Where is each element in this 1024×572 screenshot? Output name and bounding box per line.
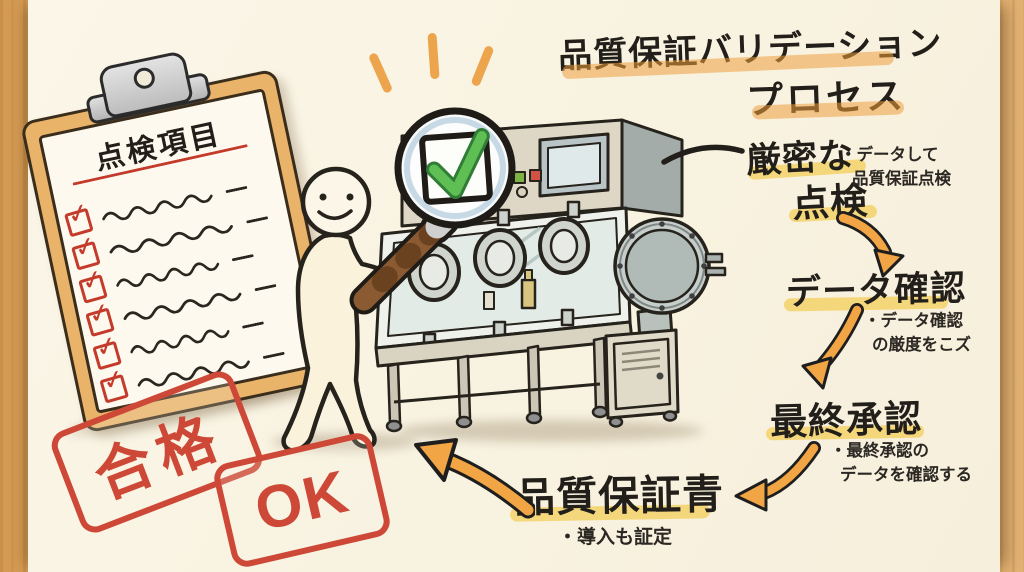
squiggle-text-line [137,359,250,387]
squiggle-text-line [123,292,242,320]
flow-step1-note: ・データして 品質保証点検 [840,144,951,192]
note-line: の厳度をこズ [872,335,971,354]
flow-arrow-2 [801,303,864,390]
checkmark-icon: ✓ [77,262,107,298]
note-line: データを確認する [840,465,972,484]
flow-arrow-4 [414,438,535,519]
magnifier-check-icon [349,107,516,315]
vent-line [621,356,661,364]
cabinet [604,328,680,420]
side-chamber-inner [624,228,700,304]
note-line: ・データして [840,146,939,164]
machine-leg [456,354,472,422]
flow-step3-note: ・最終承認の データを確認する [830,440,972,488]
vent-line [621,348,661,356]
checklist-item: ✓ [70,202,289,271]
note-line: ・最終承認の [830,442,929,460]
person-eye [346,193,354,201]
vent-line [621,364,661,372]
clamp [496,208,511,227]
note-line: 品質保証点検 [852,169,951,188]
magnifier-handle-bands [363,219,445,301]
checkmark-icon: ✓ [98,362,129,398]
glove-port-inner [484,239,516,277]
checklist: ✓ ✓ ✓ ✓ ✓ [62,157,317,404]
person-smile [317,209,353,220]
glove-port-inner [418,253,450,291]
checklist-item: ✓ [98,335,317,404]
checklist-item: ✓ [63,169,282,238]
squiggle-text-line [109,224,233,253]
flange-bolts [617,221,707,311]
checklist-item: ✓ [77,236,296,304]
cabinet-door [612,337,672,411]
checkmark-icon: ✓ [84,295,115,331]
machine-foot [385,419,403,433]
machine-shadow [398,420,703,442]
machine-leg [526,344,542,418]
clipboard: 点検項目 ✓ ✓ ✓ ✓ ✓ [19,50,342,434]
cabinet-foot [608,416,624,428]
checklist-item: ✓ [84,269,303,338]
bottle-neck [524,269,533,281]
green-check-icon [429,131,487,197]
machine-screen [547,142,601,189]
machine-foot [525,411,543,425]
squiggle-text-line [130,329,230,354]
flow-arrow-1 [836,211,905,278]
machine-foot [455,415,473,429]
person-eye [319,193,327,201]
chamber-handle [704,266,727,277]
squiggle-text-line [102,194,213,220]
squiggle-text-line [116,261,220,287]
person-head [300,166,372,238]
clamp [560,308,575,327]
flask [483,291,495,310]
machine-console-side [620,118,684,218]
flow-arrow-3 [734,441,821,512]
cross-brace [393,382,601,404]
checkmark-icon: ✓ [91,328,122,364]
cabinet-knob [656,372,664,380]
dash-line [225,185,248,193]
machine-foot [591,405,609,419]
checkmark-icon: ✓ [70,229,100,265]
clamp [566,200,581,219]
machine-leg [592,336,608,412]
ok-stamp-label: OK [248,456,356,544]
checkmark-icon: ✓ [63,195,93,231]
clipboard-clip-hole [131,65,157,91]
flow-step4-note: ・導入も証定 [558,527,673,548]
connector-dash [661,144,745,165]
note-line: ・データ確認 [864,312,963,330]
red-indicator-light [529,169,542,182]
flow-step4-label: 品質保証青 [513,471,725,521]
glove-port-inner [549,228,579,264]
chamber-handle [704,252,724,264]
flow-step2-note: ・データ確認 の厳度をこズ [864,310,971,358]
checklist-item: ✓ [91,302,310,371]
round-button [516,186,528,198]
cabinet-foot [662,410,678,422]
